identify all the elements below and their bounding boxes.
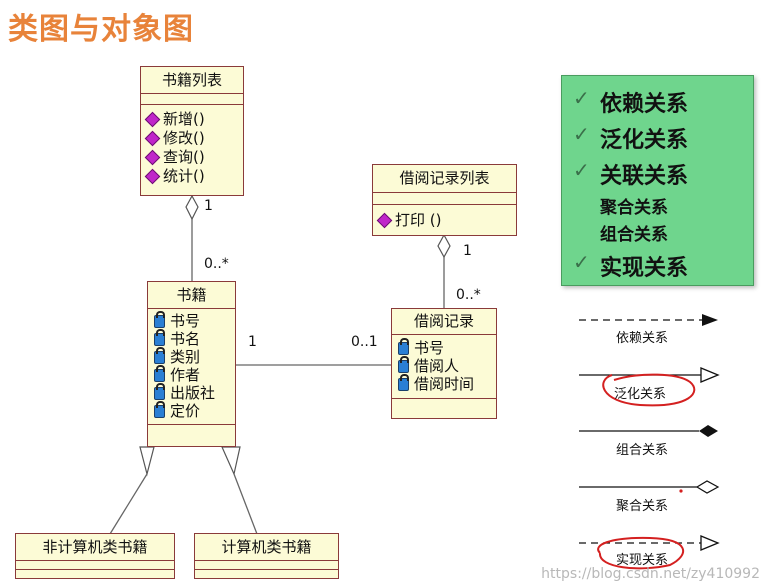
attribute-item: 借阅时间 [392,373,496,393]
attribute-icon [154,346,165,364]
realization-arrowhead [700,535,720,551]
generalization-legend-arrowhead [700,367,720,383]
generalization-arrow-right [221,446,241,476]
attributes-compartment [195,561,338,570]
attribute-icon [154,382,165,400]
legend-item: 聚合关系 [600,198,668,218]
operations-compartment: 新增() 修改() 查询() 统计() [141,105,243,186]
class-borrow-list[interactable]: 借阅记录列表 打印 () [372,164,517,236]
attribute-item: 定价 [148,400,235,420]
class-non-computer-book[interactable]: 非计算机类书籍 [15,533,175,579]
attribute-icon [154,310,165,328]
class-name: 借阅记录列表 [373,165,516,193]
operation-item: 新增() [141,110,243,129]
legend-item: 泛化关系 [600,128,689,153]
operation-icon [144,111,161,128]
class-borrow-record[interactable]: 借阅记录 书号 借阅人 借阅时间 [391,308,497,419]
attribute-icon [154,400,165,418]
attribute-icon [154,364,165,382]
multiplicity-book-top: 0..* [204,256,229,272]
operation-item: 打印 () [373,211,516,230]
attribute-icon [398,337,409,355]
multiplicity-borrow-record-top: 0..* [456,287,481,303]
page-title: 类图与对象图 [8,12,194,47]
attribute-item: 书号 [392,337,496,357]
legend-item: 组合关系 [600,225,668,245]
aggregation-label: 聚合关系 [616,499,669,514]
attribute-icon [154,328,165,346]
attribute-item: 类别 [148,346,235,366]
relationship-legend: ✓ 依赖关系 ✓ 泛化关系 ✓ 关联关系 聚合关系 组合关系 ✓ 实现关系 [561,75,754,286]
attribute-item: 出版社 [148,382,235,402]
class-name: 书籍列表 [141,67,243,94]
attributes-compartment: 书号 书名 类别 作者 出版社 定价 [148,309,235,425]
red-dot [679,489,683,493]
operations-compartment: 打印 () [373,205,516,230]
attributes-compartment: 书号 借阅人 借阅时间 [392,335,496,399]
operation-icon [144,168,161,185]
generalization-arrow-left [139,446,155,477]
aggregation-diamond-booklist [185,194,199,221]
attributes-compartment [16,561,174,570]
attribute-item: 作者 [148,364,235,384]
multiplicity-borrow-assoc: 0..1 [351,334,378,350]
attributes-compartment [141,94,243,105]
class-book-list[interactable]: 书籍列表 新增() 修改() 查询() 统计() [140,66,244,196]
operation-icon [144,149,161,166]
dependency-label: 依赖关系 [616,331,669,346]
check-icon: ✓ [573,158,590,182]
operation-item: 统计() [141,167,243,186]
operation-icon [376,212,393,229]
attribute-item: 书号 [148,310,235,330]
highlight-circle-realization [597,536,685,570]
attributes-compartment [373,193,516,205]
attribute-icon [398,373,409,391]
legend-item: 实现关系 [600,256,689,281]
attribute-item: 借阅人 [392,355,496,375]
operation-item: 查询() [141,148,243,167]
aggregation-diamond-borrowlist [437,233,451,259]
check-icon: ✓ [573,86,590,110]
multiplicity-booklist: 1 [204,198,213,214]
legend-item: 依赖关系 [600,92,689,117]
composition-label: 组合关系 [616,443,669,458]
class-name: 非计算机类书籍 [16,534,174,561]
class-computer-book[interactable]: 计算机类书籍 [194,533,339,579]
generalization-line-right [233,473,258,535]
composition-diamond [699,425,718,437]
attribute-icon [398,355,409,373]
check-icon: ✓ [573,122,590,146]
dependency-arrowhead [702,314,718,326]
multiplicity-book-assoc: 1 [248,334,257,350]
highlight-circle-generalization [602,373,696,407]
class-name: 计算机类书籍 [195,534,338,561]
class-book[interactable]: 书籍 书号 书名 类别 作者 出版社 定价 [147,281,236,447]
operation-item: 修改() [141,129,243,148]
aggregation-legend-diamond [695,480,720,494]
realization-label: 实现关系 [616,553,669,568]
operation-icon [144,130,161,147]
class-name: 借阅记录 [392,309,496,335]
attribute-item: 书名 [148,328,235,348]
check-icon: ✓ [573,250,590,274]
watermark: https://blog.csdn.net/zy410992 [541,566,760,582]
generalization-label: 泛化关系 [614,387,667,402]
generalization-line-left [109,473,148,535]
legend-item: 关联关系 [600,164,689,189]
multiplicity-borrowlist: 1 [463,243,472,259]
class-name: 书籍 [148,282,235,309]
